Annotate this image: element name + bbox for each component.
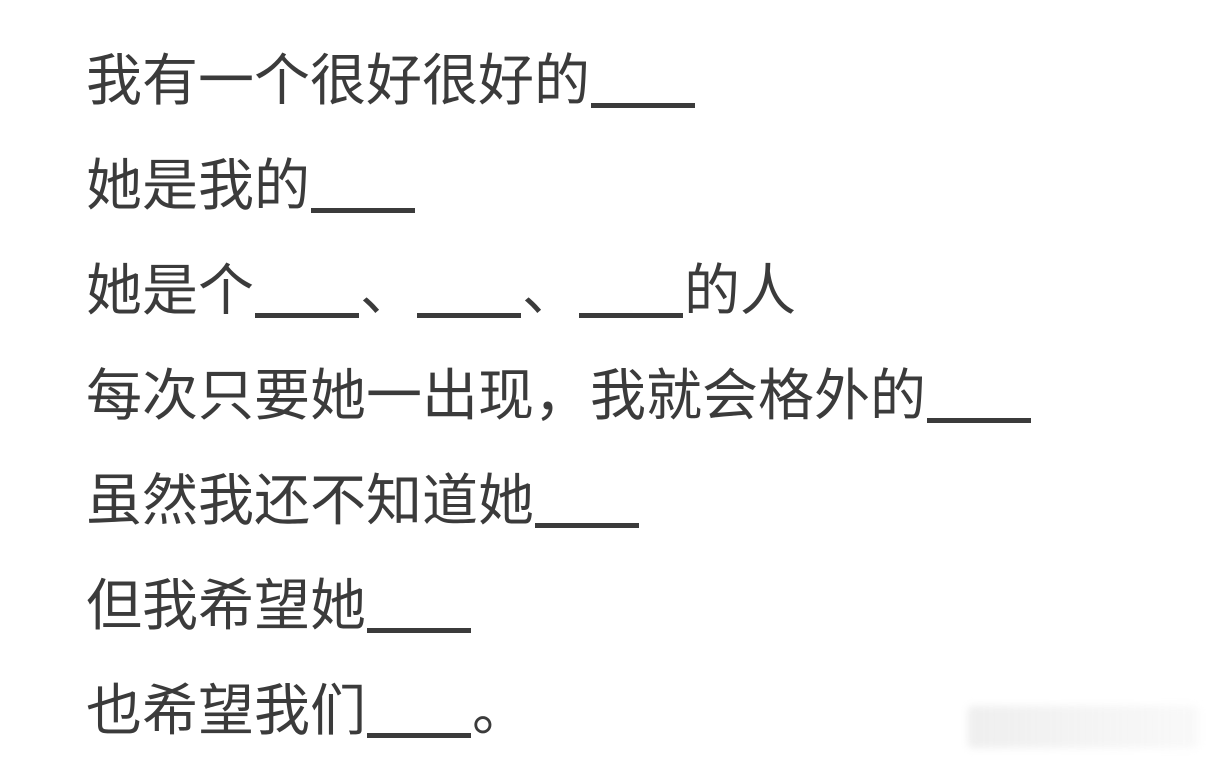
blurred-watermark (968, 706, 1198, 748)
text-line: 但我希望她 (86, 569, 1032, 674)
line-text: 她是个 (86, 259, 254, 324)
blank-underline (367, 569, 471, 633)
line-text: 、 (522, 259, 578, 324)
line-text: 、 (360, 259, 416, 324)
text-line: 每次只要她一出现，我就会格外的 (86, 359, 1032, 464)
line-text: 。 (472, 679, 528, 744)
blank-underline (311, 149, 415, 213)
blank-underline (417, 254, 521, 318)
blank-underline (591, 44, 695, 108)
blank-underline (927, 359, 1031, 423)
text-line: 她是我的 (86, 149, 1032, 254)
text-line: 虽然我还不知道她 (86, 464, 1032, 569)
line-text: 我有一个很好很好的 (86, 49, 590, 114)
blank-underline (535, 464, 639, 528)
line-text: 也希望我们 (86, 679, 366, 744)
fill-in-blank-poem: 我有一个很好很好的她是我的她是个 、 、 的人每次只要她一出现，我就会格外的虽然我还不… (86, 44, 1032, 779)
line-text: 但我希望她 (86, 574, 366, 639)
line-text: 虽然我还不知道她 (86, 469, 534, 534)
blank-underline (579, 254, 683, 318)
blank-underline (367, 674, 471, 738)
line-text: 每次只要她一出现，我就会格外的 (86, 364, 926, 429)
text-line: 她是个 、 、 的人 (86, 254, 1032, 359)
blank-underline (255, 254, 359, 318)
line-text: 的人 (684, 259, 796, 324)
text-line: 我有一个很好很好的 (86, 44, 1032, 149)
line-text: 她是我的 (86, 154, 310, 219)
text-line: 也希望我们 。 (86, 674, 1032, 779)
